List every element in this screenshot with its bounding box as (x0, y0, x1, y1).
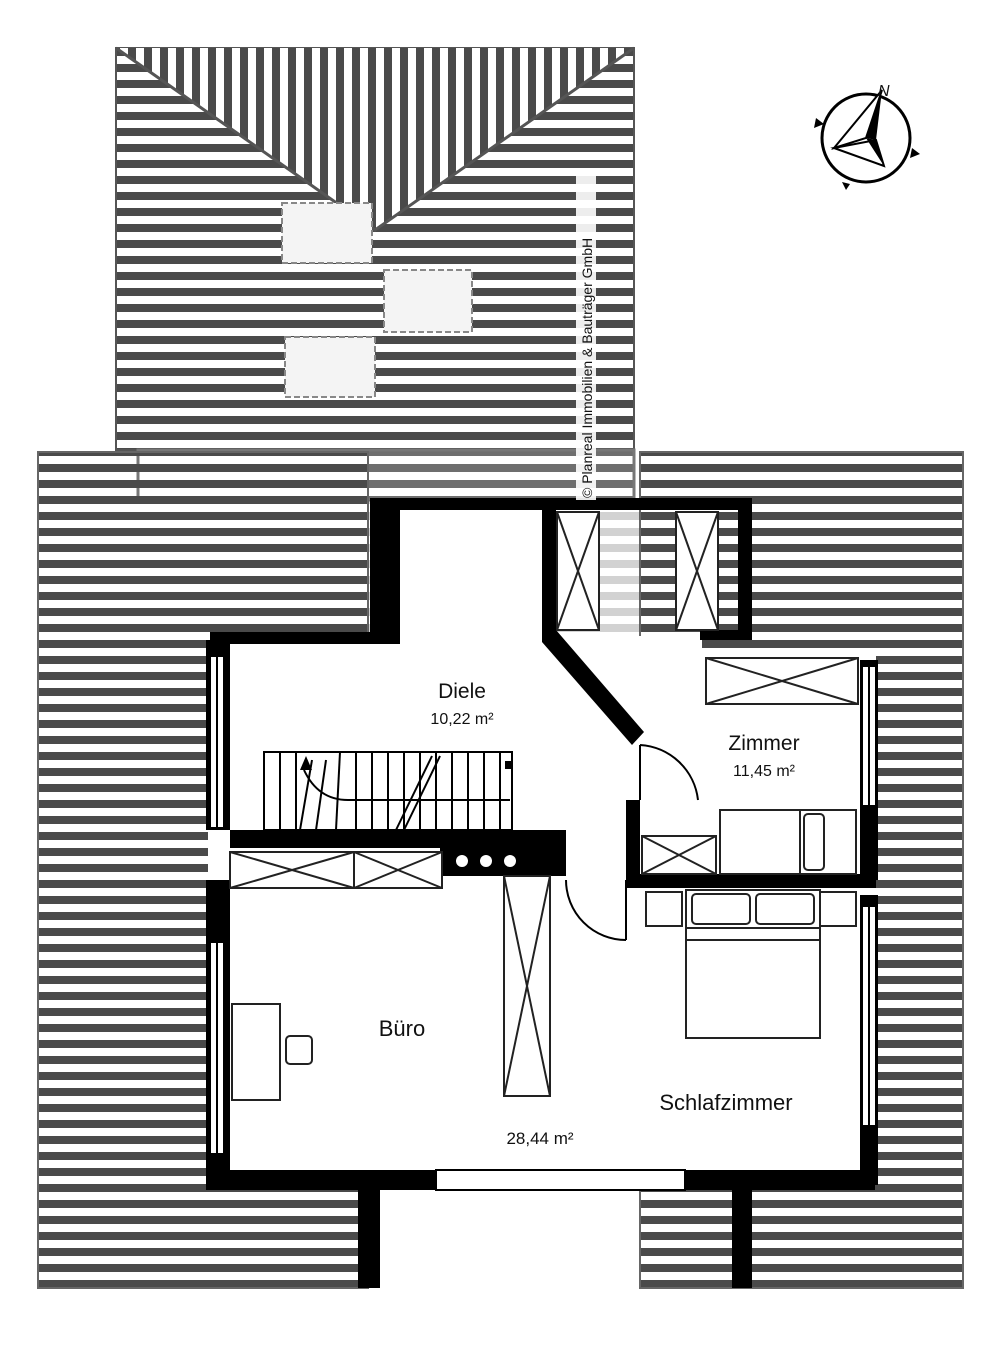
stair-arrow-icon (300, 756, 312, 770)
room-zimmer-name: Zimmer (728, 732, 799, 755)
nightstand (819, 891, 857, 927)
chair (285, 1035, 313, 1065)
bed-single (719, 809, 857, 875)
roof-window (383, 269, 473, 333)
compass-icon (814, 89, 920, 190)
copyright-text: © Planreal Immobilien & Bauträger GmbH (579, 238, 595, 498)
doors (565, 744, 699, 941)
nightstand (645, 891, 683, 927)
room-schlafzimmer-area: 28,44 m² (506, 1129, 573, 1148)
roof-windows (281, 202, 473, 398)
roof-window (284, 336, 376, 398)
furniture (231, 809, 857, 1101)
chimney (456, 855, 516, 867)
room-diele-area: 10,22 m² (430, 711, 494, 728)
desk (231, 1003, 281, 1101)
room-zimmer-area: 11,45 m² (733, 763, 796, 780)
staircase (263, 751, 513, 831)
room-diele-name: Diele (438, 680, 486, 703)
roof-window (281, 202, 373, 264)
compass-north-label: N (878, 83, 890, 100)
room-buero-name: Büro (379, 1016, 425, 1041)
room-schlafzimmer-name: Schlafzimmer (659, 1090, 792, 1115)
roof-top (115, 46, 636, 502)
side-windows (209, 655, 877, 1155)
wardrobes (229, 511, 859, 1097)
